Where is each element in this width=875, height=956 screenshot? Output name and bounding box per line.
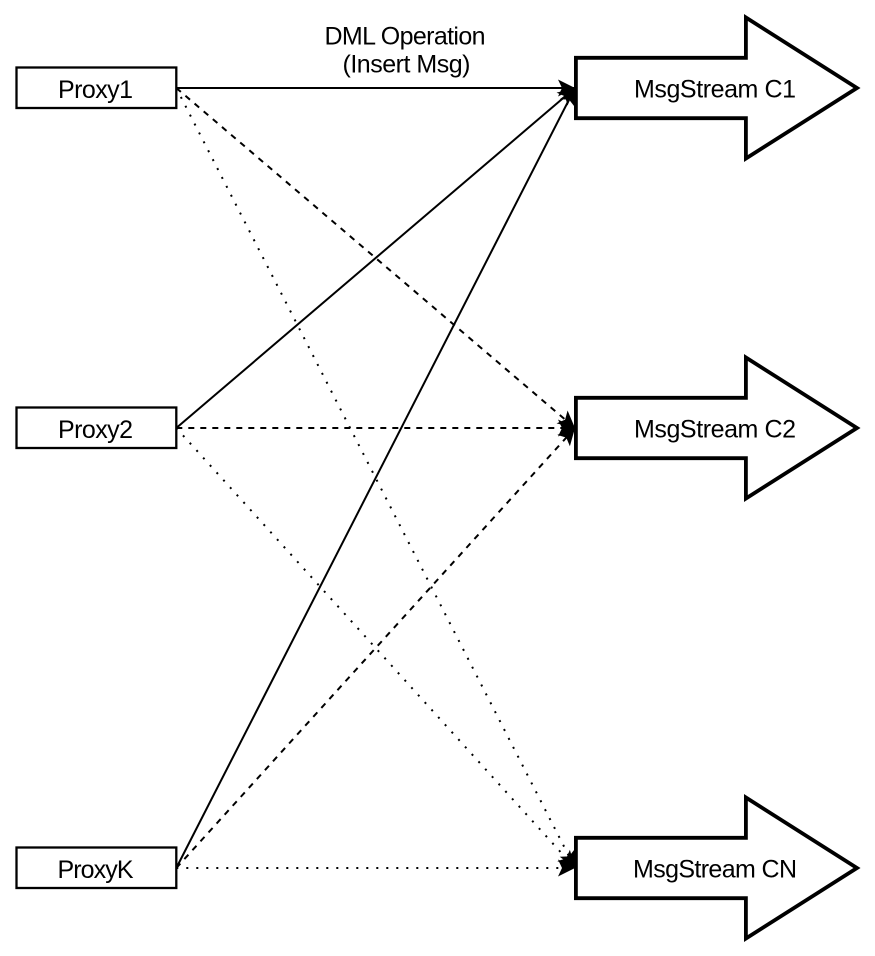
svg-text:ProxyK: ProxyK: [58, 856, 134, 884]
svg-text:MsgStream C1: MsgStream C1: [634, 76, 796, 104]
svg-text:(Insert Msg): (Insert Msg): [343, 50, 471, 78]
svg-text:MsgStream CN: MsgStream CN: [633, 856, 797, 884]
svg-text:DML Operation: DML Operation: [325, 23, 486, 51]
svg-text:Proxy2: Proxy2: [58, 416, 133, 444]
svg-text:Proxy1: Proxy1: [58, 76, 133, 104]
svg-text:MsgStream C2: MsgStream C2: [634, 416, 796, 444]
